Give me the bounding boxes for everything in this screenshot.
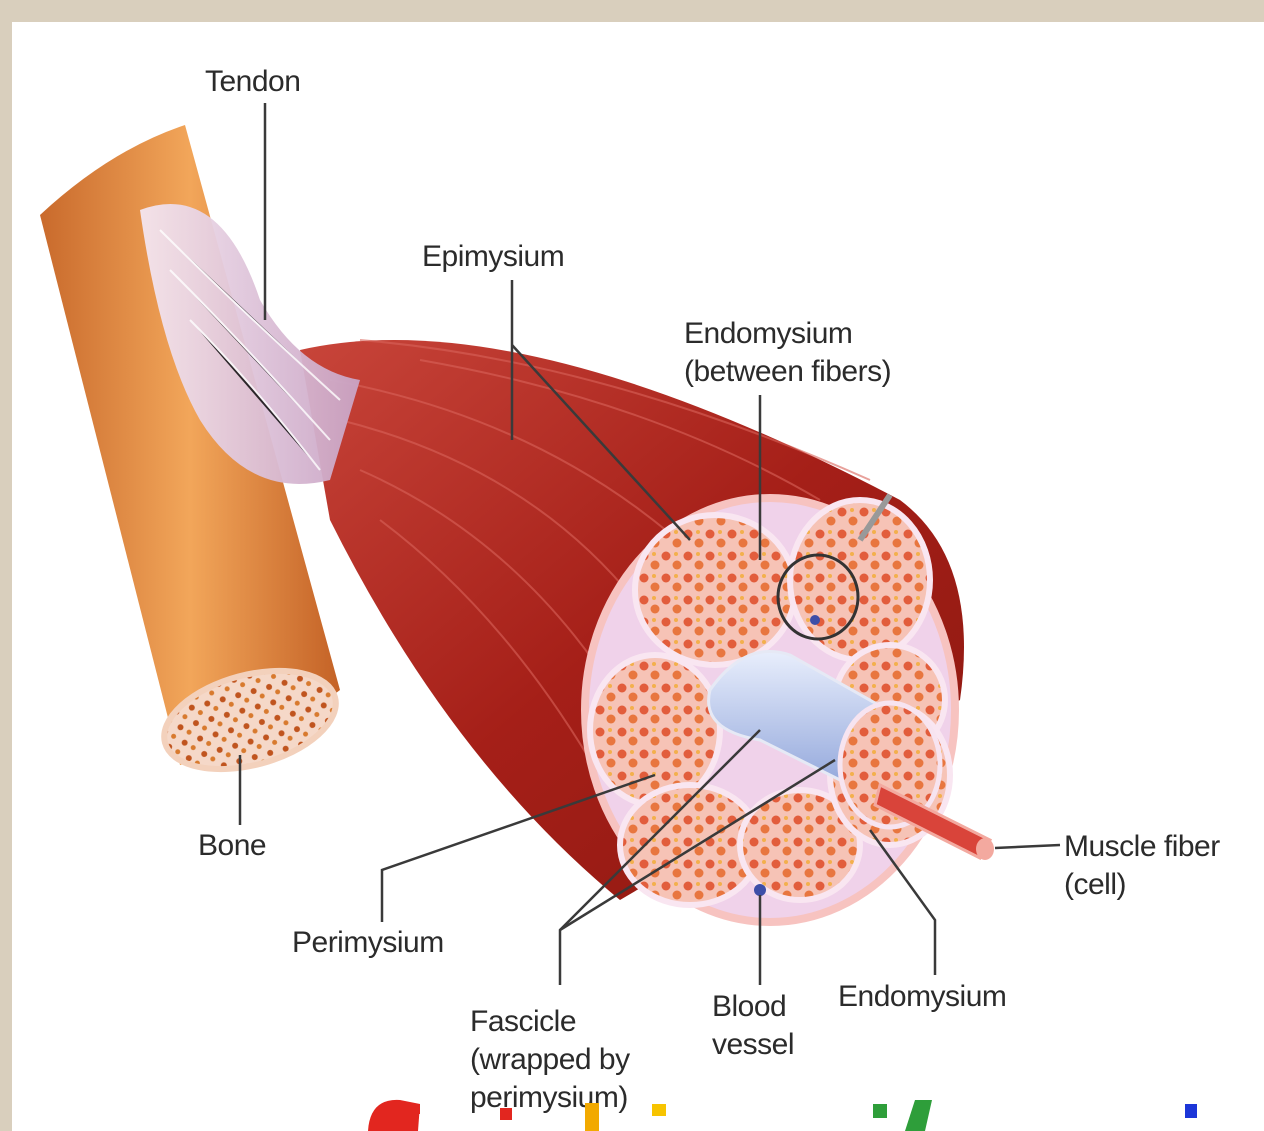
decorative-bottom-glyphs — [0, 0, 1264, 1131]
